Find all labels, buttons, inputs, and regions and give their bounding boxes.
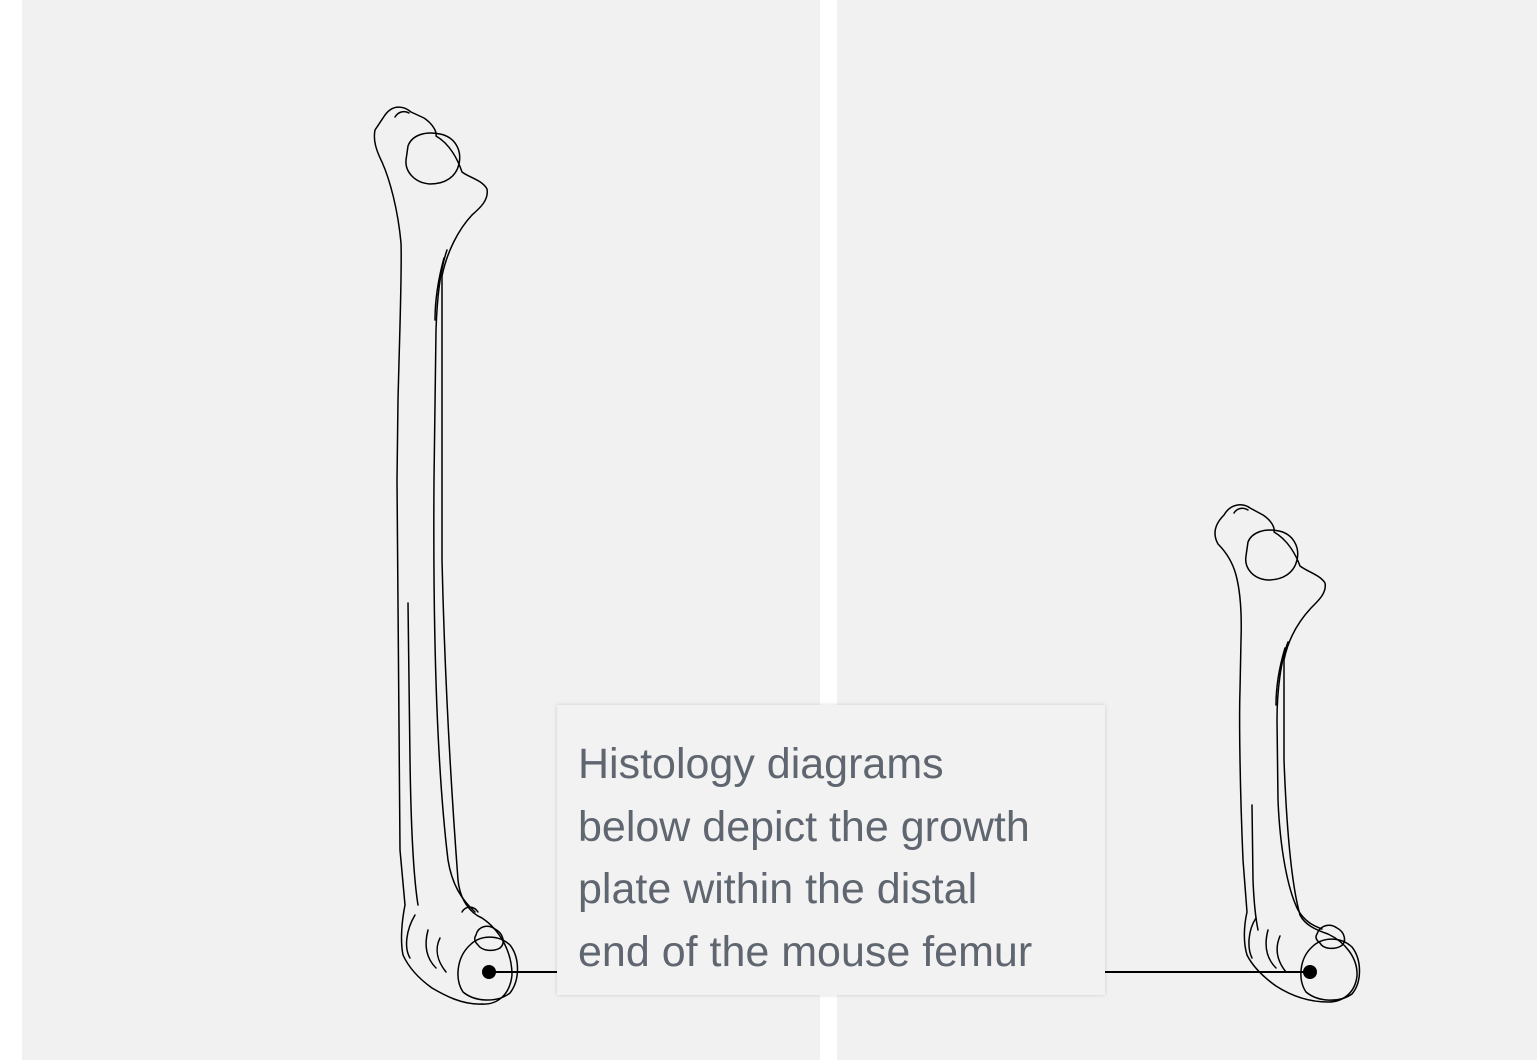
caption-box: Histology diagrams below depict the grow… (557, 705, 1105, 995)
short-femur-trochanter-line (1234, 508, 1248, 513)
short-femur-head (1246, 530, 1298, 580)
long-femur-condyle-notch (407, 915, 446, 972)
long-femur-illustration (374, 107, 517, 1004)
short-femur-shaft-line-3 (1252, 805, 1258, 930)
long-femur-head (406, 133, 460, 184)
right-growth-plate-marker (1303, 965, 1317, 979)
long-femur-shaft-line-1 (434, 250, 475, 912)
short-femur-patella (1316, 925, 1344, 948)
long-femur-trochanter-line (395, 112, 409, 117)
left-growth-plate-marker (482, 965, 496, 979)
long-femur-shaft-line-3 (408, 603, 418, 905)
short-femur-condyle-notch (1249, 918, 1286, 972)
short-femur-illustration (1215, 505, 1359, 1002)
caption-text: Histology diagrams below depict the grow… (578, 733, 1085, 983)
long-femur-outline (374, 107, 512, 1004)
